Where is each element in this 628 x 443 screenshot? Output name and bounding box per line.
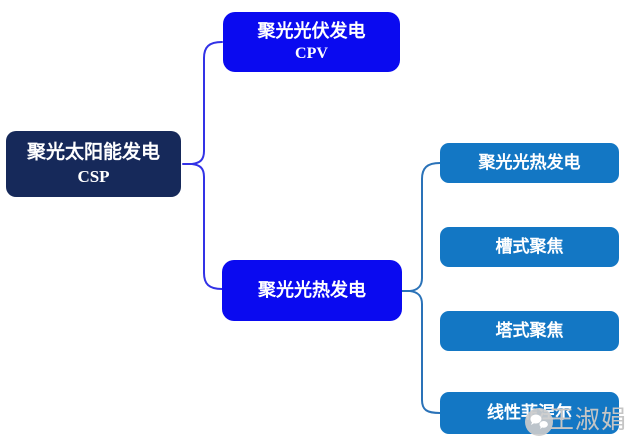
- thermal-branch-title: 聚光光热发电: [258, 280, 366, 301]
- leaf-label: 槽式聚焦: [495, 237, 564, 257]
- cpv-title: 聚光光伏发电: [257, 20, 366, 41]
- node-thermal-branch: 聚光光热发电: [222, 260, 402, 321]
- leaf-label: 塔式聚焦: [495, 321, 564, 341]
- speech-bubbles-icon: [524, 407, 554, 437]
- leaf-thermal-power: 聚光光热发电: [440, 143, 619, 183]
- cpv-subtitle: CPV: [295, 45, 328, 63]
- watermark-name: 王淑娟: [549, 406, 628, 434]
- left-brace-connector: [191, 41, 223, 290]
- node-csp-root: 聚光太阳能发电 CSP: [6, 131, 181, 197]
- node-cpv: 聚光光伏发电 CPV: [223, 12, 400, 72]
- leaf-trough-focus: 槽式聚焦: [440, 227, 619, 267]
- root-title: 聚光太阳能发电: [26, 141, 160, 163]
- leaf-label: 聚光光热发电: [478, 153, 581, 173]
- root-subtitle: CSP: [77, 167, 110, 187]
- right-brace-connector: [409, 162, 441, 414]
- leaf-tower-focus: 塔式聚焦: [440, 311, 619, 351]
